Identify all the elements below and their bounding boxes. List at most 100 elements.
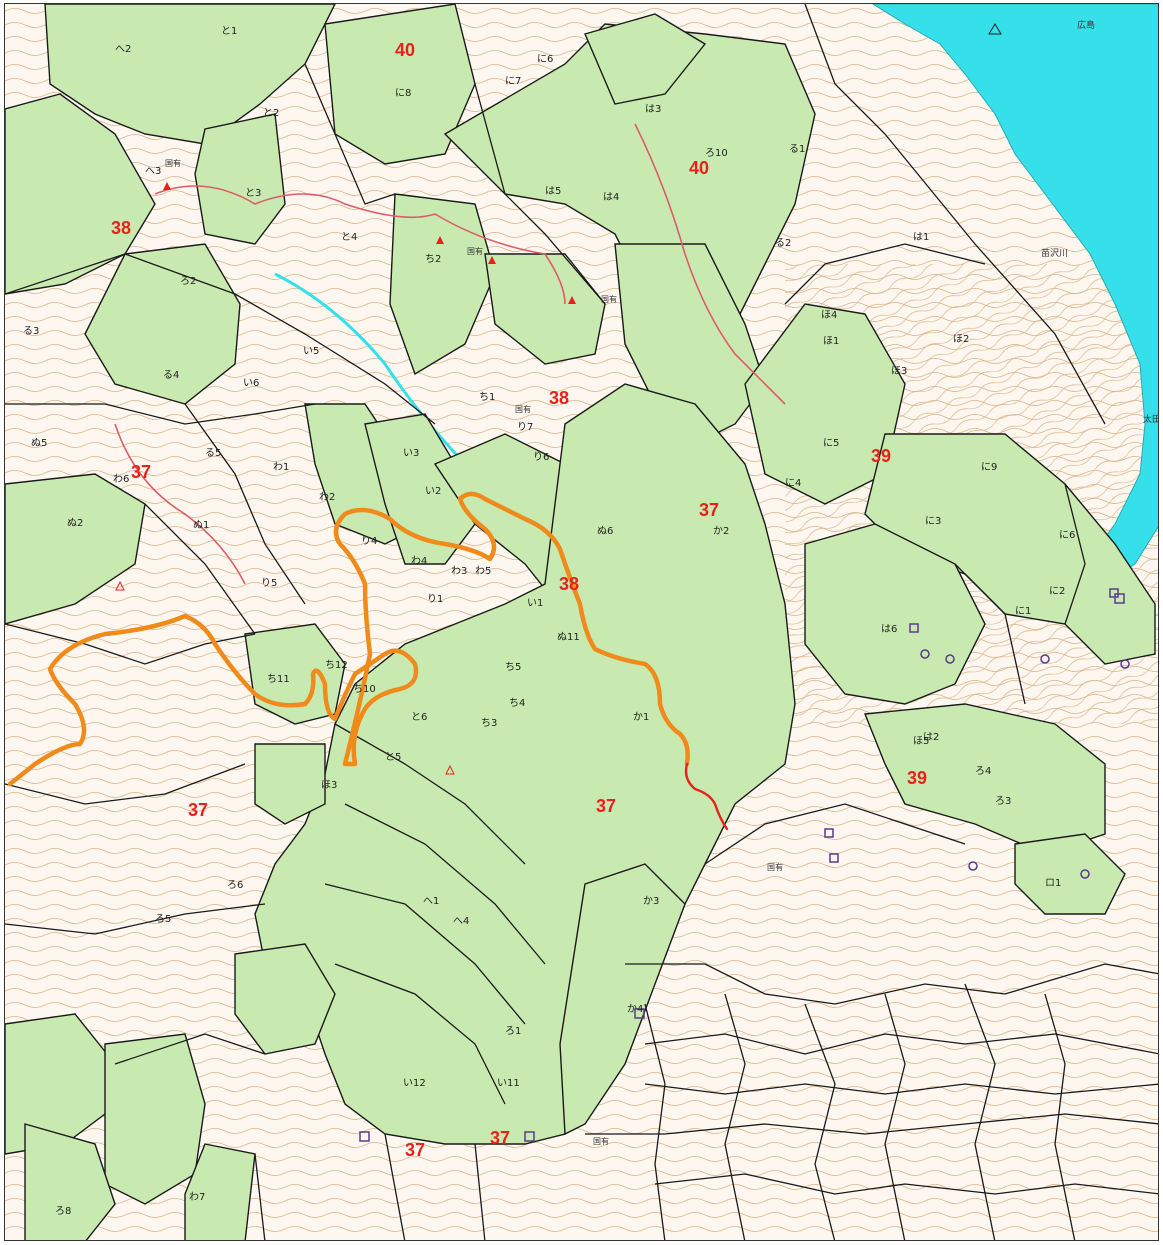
- compartment-37-center-east: 37: [699, 500, 719, 520]
- svg-text:る2: る2: [775, 237, 791, 249]
- svg-text:ろ2: ろ2: [180, 276, 196, 287]
- svg-text:り4: り4: [361, 535, 377, 547]
- svg-text:ほ2: ほ2: [953, 333, 969, 345]
- compartment-37-southwest: 37: [188, 800, 208, 820]
- svg-text:は2: は2: [923, 731, 939, 743]
- compartment-40-east: 40: [689, 158, 709, 178]
- svg-text:わ3: わ3: [451, 565, 467, 577]
- svg-text:ち2: ち2: [425, 253, 441, 265]
- svg-text:い6: い6: [243, 378, 259, 389]
- svg-text:は1: は1: [913, 231, 929, 243]
- svg-text:に6: に6: [1059, 529, 1075, 541]
- svg-text:り6: り6: [533, 451, 549, 463]
- triangulation-point: [988, 23, 1002, 35]
- red-route: [684, 762, 729, 831]
- svg-text:ほ1: ほ1: [823, 335, 839, 347]
- svg-text:わ6: わ6: [113, 473, 129, 485]
- svg-text:か3: か3: [643, 895, 659, 907]
- svg-text:と5: と5: [385, 751, 401, 763]
- svg-text:い1: い1: [527, 598, 543, 609]
- svg-text:ち5: ち5: [505, 661, 521, 673]
- svg-text:に4: に4: [785, 477, 801, 489]
- svg-text:り7: り7: [517, 421, 533, 433]
- svg-text:か1: か1: [633, 711, 649, 723]
- forest-road-west: [114, 423, 246, 585]
- svg-text:ぬ6: ぬ6: [597, 525, 613, 537]
- svg-text:へ1: へ1: [423, 896, 439, 907]
- svg-text:ほ3: ほ3: [891, 365, 907, 377]
- svg-text:ち10: ち10: [353, 683, 376, 695]
- svg-text:ぬ11: ぬ11: [557, 631, 580, 643]
- svg-text:は5: は5: [545, 185, 561, 197]
- svg-text:い2: い2: [425, 486, 441, 497]
- svg-text:ろ8: ろ8: [55, 1206, 71, 1217]
- ownership-labels: 国有 国有 国有 国有 国有 国有: [165, 158, 783, 1146]
- forest-map[interactable]: 40 40 38 38 38 37 37 37 37 37 37 38 39 3…: [4, 3, 1159, 1241]
- svg-text:ロ1: ロ1: [1045, 878, 1061, 889]
- place-naezawagawa: 苗沢川: [1041, 247, 1068, 259]
- svg-text:は6: は6: [881, 623, 897, 635]
- compartment-39-north: 39: [871, 446, 891, 466]
- compartment-37-south-b: 37: [490, 1128, 510, 1148]
- compartment-38-south: 38: [559, 574, 579, 594]
- compartment-37-center: 37: [596, 796, 616, 816]
- svg-text:る5: る5: [205, 447, 221, 459]
- place-ota: 太田: [1143, 413, 1159, 425]
- svg-text:わ1: わ1: [273, 461, 289, 473]
- svg-text:い3: い3: [403, 448, 419, 459]
- svg-text:は3: は3: [645, 103, 661, 115]
- svg-text:に5: に5: [823, 437, 839, 449]
- svg-text:ろ4: ろ4: [975, 766, 991, 777]
- lot-labels: へ2 へ3 と1 と2 と3 と4 ち2 ち1 に8 に7 に6 ほ1 ほ2 ほ…: [23, 25, 1075, 1217]
- building-marks: [359, 588, 1130, 1142]
- svg-text:ぬ2: ぬ2: [67, 517, 83, 529]
- svg-text:ほ3: ほ3: [321, 779, 337, 791]
- map-canvas[interactable]: 40 40 38 38 38 37 37 37 37 37 37 38 39 3…: [5, 4, 1159, 1241]
- orange-route: [7, 491, 690, 787]
- svg-text:わ5: わ5: [475, 565, 491, 577]
- svg-text:わ2: わ2: [319, 491, 335, 503]
- reservoir: [872, 4, 1158, 585]
- svg-text:ろ5: ろ5: [155, 914, 171, 925]
- svg-text:と2: と2: [263, 107, 279, 119]
- compartment-38-center: 38: [549, 388, 569, 408]
- svg-text:へ3: へ3: [145, 166, 161, 177]
- svg-text:と4: と4: [341, 231, 357, 243]
- svg-text:は4: は4: [603, 191, 619, 203]
- svg-text:い5: い5: [303, 346, 319, 357]
- svg-text:に1: に1: [1015, 605, 1031, 617]
- svg-text:に3: に3: [925, 515, 941, 527]
- svg-text:か4: か4: [627, 1003, 643, 1015]
- svg-text:ぬ1: ぬ1: [193, 519, 209, 531]
- svg-text:に9: に9: [981, 461, 997, 473]
- compartment-37-west: 37: [131, 462, 151, 482]
- svg-text:に8: に8: [395, 87, 411, 99]
- svg-text:ろ3: ろ3: [995, 796, 1011, 807]
- place-hiroshima: 広島: [1077, 19, 1095, 31]
- svg-text:る3: る3: [23, 325, 39, 337]
- svg-text:国有: 国有: [767, 862, 783, 872]
- survey-marks: [115, 182, 576, 775]
- forest-road-east: [634, 123, 786, 405]
- parcel-boundaries: [5, 4, 1158, 1240]
- svg-text:ほ5: ほ5: [913, 735, 929, 747]
- svg-text:ろ6: ろ6: [227, 880, 243, 891]
- svg-text:り5: り5: [261, 577, 277, 589]
- svg-text:国有: 国有: [593, 1136, 609, 1146]
- svg-text:国有: 国有: [515, 404, 531, 414]
- svg-text:へ4: へ4: [453, 916, 469, 927]
- compartment-39-south: 39: [907, 768, 927, 788]
- svg-text:国有: 国有: [165, 158, 181, 168]
- svg-text:ち1: ち1: [479, 391, 495, 403]
- svg-text:い12: い12: [403, 1078, 426, 1089]
- forest-road: [154, 185, 566, 305]
- svg-text:ち3: ち3: [481, 717, 497, 729]
- svg-text:国有: 国有: [601, 294, 617, 304]
- svg-text:国有: 国有: [467, 246, 483, 256]
- svg-text:り1: り1: [427, 593, 443, 605]
- svg-text:と3: と3: [245, 187, 261, 199]
- svg-text:に6: に6: [537, 53, 553, 65]
- svg-text:ぬ5: ぬ5: [31, 437, 47, 449]
- national-forest-parcels: [5, 4, 1156, 1240]
- svg-text:と6: と6: [411, 711, 427, 723]
